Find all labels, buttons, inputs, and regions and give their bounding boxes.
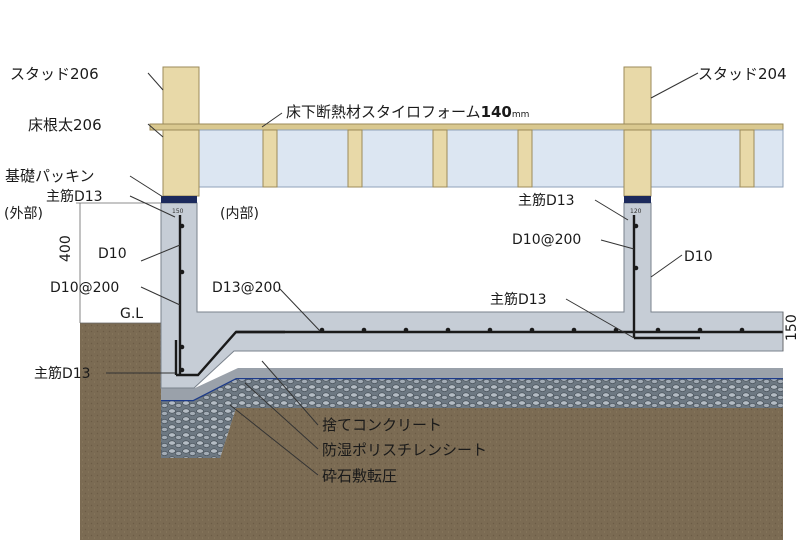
floor-plate [149,123,784,131]
label-stud206: スタッド206 [10,65,99,83]
floor-joists [162,129,755,197]
label-blinding: 捨てコンクリート [322,416,442,434]
label-d10-200-right: D10@200 [512,232,581,248]
label-main-bar-mid: 主筋D13 [490,291,547,308]
label-gl: G.L [120,306,143,322]
rebar [174,215,783,377]
leaders [106,72,699,476]
concrete-foundation [160,202,784,389]
label-d10-200-left: D10@200 [50,280,119,296]
stud-206 [162,66,200,128]
label-d13-200: D13@200 [212,280,281,296]
label-d10-right: D10 [684,249,713,265]
label-slab-thickness: 150 [784,314,800,341]
label-wall-height: 400 [58,235,74,262]
rebar-dots [179,223,745,373]
soil [80,323,783,540]
insulation-board [162,129,784,188]
label-packing: 基礎パッキン [5,167,95,185]
label-floor-joist: 床根太206 [28,116,102,134]
right-wall-width: 120 [630,208,642,215]
label-main-bar-left-top: 主筋D13 [46,188,103,205]
label-exterior: (外部) [4,206,43,222]
stud-204 [623,66,652,128]
label-vapor-sheet: 防湿ポリスチレンシート [322,441,487,459]
label-interior: (内部) [220,206,259,222]
label-main-bar-bottom: 主筋D13 [34,365,91,382]
label-d10-left: D10 [98,246,127,262]
label-main-bar-right-top: 主筋D13 [518,192,575,209]
packing-right [624,196,651,203]
label-insulation: 床下断熱材スタイロフォーム140mm [286,103,529,121]
left-wall-width: 150 [172,208,184,215]
gravel-layer [161,378,783,458]
blinding-concrete [161,368,783,400]
label-gravel: 砕石敷転圧 [322,467,397,485]
packing-left [161,196,197,203]
label-stud204: スタッド204 [698,65,787,83]
